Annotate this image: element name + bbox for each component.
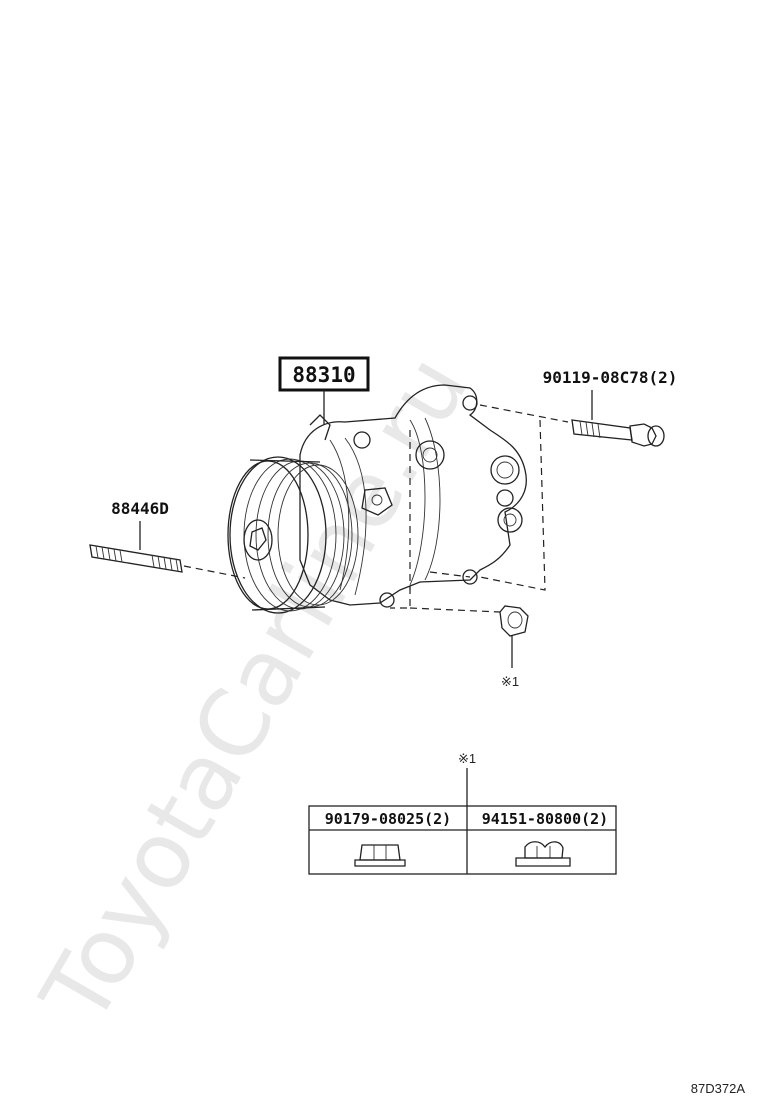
- stud-88446D[interactable]: 88446D: [89, 499, 246, 579]
- bolt-90119-08C78[interactable]: 90119-08C78(2): [543, 368, 678, 447]
- table-part-col1[interactable]: 90179-08025(2): [325, 810, 451, 828]
- nut-ref-1[interactable]: ※1: [409, 605, 529, 689]
- table-ref-mark: ※1: [458, 751, 476, 766]
- serrated-flange-nut-icon: [515, 841, 571, 867]
- watermark: ToyotaCarline.ru: [21, 338, 489, 1042]
- callout-bolt-label: 90119-08C78(2): [543, 368, 678, 387]
- ac-compressor: [227, 384, 527, 614]
- callout-stud-label: 88446D: [111, 499, 169, 518]
- nut-parts-table: ※1 90179-08025(2) 94151-80800(2): [308, 751, 617, 875]
- nut-ref-label: ※1: [501, 674, 519, 689]
- assembly-leader-lines: [390, 404, 569, 609]
- table-part-col2[interactable]: 94151-80800(2): [482, 810, 608, 828]
- callout-88310-label: 88310: [292, 363, 355, 387]
- diagram-code: 87D372A: [691, 1081, 746, 1096]
- flange-nut-icon: [354, 844, 406, 867]
- callout-88310[interactable]: 88310: [278, 356, 370, 425]
